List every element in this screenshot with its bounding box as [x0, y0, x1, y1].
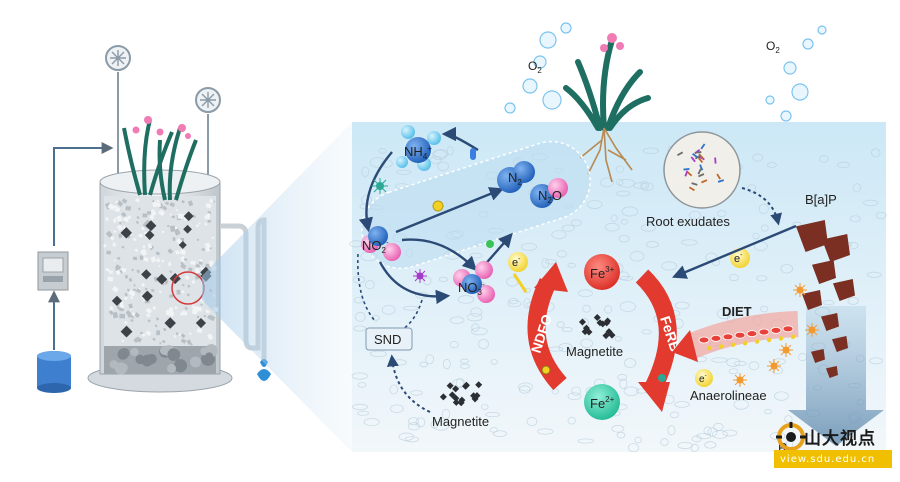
bacteria-icon	[486, 240, 494, 248]
pebble-layer	[109, 344, 218, 375]
fe3-ion	[584, 254, 620, 290]
electron-icon: e-	[730, 248, 750, 268]
no2-label: NO2-	[362, 238, 389, 255]
magnetite-crystal-icon	[475, 381, 483, 389]
watermark: 山大视点 view.sdu.edu.cn	[774, 420, 892, 478]
bacteria-icon	[470, 148, 476, 160]
magnetite-crystal-icon	[452, 398, 460, 406]
plant-icon	[122, 116, 198, 201]
magnetite-crystal-icon	[178, 240, 187, 249]
zoom-beam	[202, 122, 352, 452]
o2-label-left: O2	[528, 59, 542, 75]
magnetite-crystal-icon	[596, 319, 604, 327]
snd-box	[365, 327, 413, 351]
watermark-logo-icon	[776, 422, 806, 451]
svg-text:e-: e-	[734, 252, 743, 265]
watermark-url: view.sdu.edu.cn	[780, 454, 876, 465]
root-exudates-bubble	[663, 131, 741, 209]
bap-label: B[a]P	[805, 192, 837, 207]
wetland-plant-icon	[563, 33, 651, 183]
magnetite-crystal-icon	[608, 331, 616, 339]
svg-text:e-: e-	[512, 256, 521, 269]
ferb-arrow	[635, 269, 677, 395]
ndfo-arrow	[527, 278, 567, 391]
nitrate-molecule	[453, 261, 495, 303]
magnetite-crystal-icon	[446, 382, 454, 390]
fe2-label: Fe2+	[590, 395, 615, 411]
magnetite-crystal-icon	[473, 392, 481, 400]
magnetite-label-center: Magnetite	[566, 344, 623, 359]
magnetite-crystal-icon	[111, 295, 123, 307]
magnetite-crystal-icon	[578, 313, 616, 340]
gravel-media	[103, 198, 219, 346]
mechanism-panel: O2 O2 Root exudates B[a]P	[349, 22, 887, 455]
anaerolineae-label: Anaerolineae	[690, 388, 767, 403]
n2-label: N2	[508, 170, 522, 187]
windmill-icon	[195, 87, 221, 210]
magnetite-crystal-icon	[145, 220, 157, 232]
nh4-label: NH4+	[404, 144, 432, 161]
n2o-molecule	[530, 178, 568, 208]
o2-label-right: O2	[766, 39, 780, 55]
bap-particles	[796, 220, 855, 378]
bacteria-icon	[413, 269, 427, 283]
magnetite-crystal-icon	[582, 324, 590, 332]
removal-arrow	[788, 306, 884, 446]
magnetite-crystal-icon	[120, 227, 133, 239]
bacteria-icon	[733, 283, 819, 387]
magnetite-crystal-icon	[457, 399, 465, 407]
nitrite-molecule	[361, 226, 401, 261]
no3-label: NO3-	[458, 280, 485, 297]
magnetite-crystal-icon	[439, 393, 447, 401]
magnetite-crystal-icon	[141, 290, 153, 302]
magnetite-crystal-icon	[578, 318, 586, 326]
magnetite-crystal-icon	[120, 325, 133, 338]
magnetite-crystal-icon	[156, 273, 168, 285]
reactor-system	[37, 45, 271, 393]
magnetite-crystal-icon	[462, 382, 470, 390]
magnetite-crystal-icon	[604, 317, 612, 325]
watermark-text: 山大视点	[804, 429, 876, 449]
water-drop-icon	[257, 369, 271, 381]
n2o-label: N2O	[538, 188, 562, 205]
magnetite-crystal-icon	[183, 211, 194, 222]
ammonium-molecule	[396, 125, 441, 171]
oxygen-bubbles	[504, 22, 827, 122]
magnetite-crystal-icon	[439, 381, 483, 407]
fe2-ion	[584, 384, 620, 420]
feed-bucket-icon	[37, 351, 71, 393]
magnetite-crystal-icon	[183, 224, 192, 234]
magnetite-crystal-icon	[141, 269, 152, 280]
root-exudates-label: Root exudates	[646, 214, 730, 229]
magnetite-crystal-icon	[452, 394, 460, 402]
pump-icon	[37, 251, 69, 291]
bacteria-icon	[372, 178, 388, 194]
n2-molecule	[497, 161, 535, 193]
bacteria-icon	[432, 200, 444, 212]
svg-text:e-: e-	[699, 373, 707, 385]
magnetite-crystal-icon	[164, 317, 176, 329]
magnetite-label-bottom: Magnetite	[432, 414, 489, 429]
magnetite-crystal-icon	[195, 317, 207, 329]
magnetite-crystal-icon	[452, 385, 460, 393]
magnetite-crystal-icon	[593, 313, 601, 321]
diet-label: DIET	[722, 304, 752, 319]
bacteria-icon	[698, 325, 796, 351]
fe3-label: Fe3+	[590, 265, 615, 281]
magnetite-crystal-icon	[602, 332, 610, 340]
electron-icon: e-	[695, 369, 713, 387]
snd-label: SND	[374, 332, 401, 347]
magnetite-crystal-icon	[144, 230, 155, 240]
electron-icon: e-	[508, 252, 528, 272]
